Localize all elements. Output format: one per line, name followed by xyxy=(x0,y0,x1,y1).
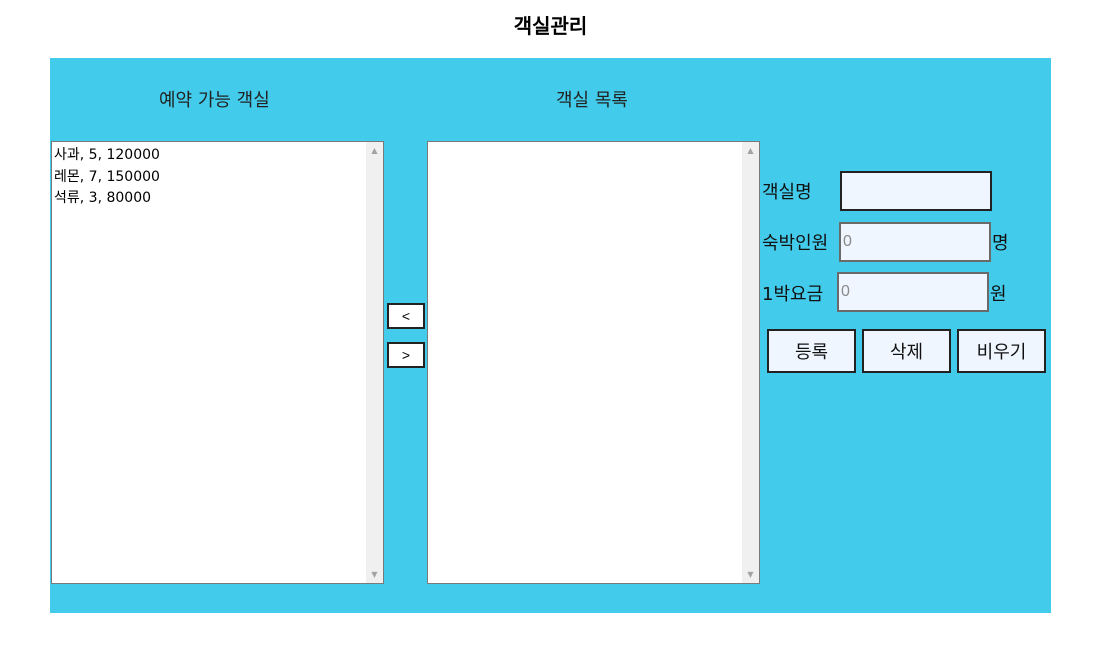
capacity-label: 숙박인원 xyxy=(762,233,829,254)
rate-label: 1박요금 xyxy=(762,284,824,305)
clear-button[interactable]: 비우기 xyxy=(957,329,1046,373)
delete-button[interactable]: 삭제 xyxy=(862,329,951,373)
scroll-down-arrow-icon[interactable]: ▼ xyxy=(371,570,378,579)
rate-input[interactable] xyxy=(837,272,989,312)
list-item[interactable]: 사과, 5, 120000 xyxy=(54,147,160,163)
available-rooms-listbox[interactable]: 사과, 5, 120000 레몬, 7, 150000 석류, 3, 80000… xyxy=(51,141,384,584)
move-left-button[interactable]: < xyxy=(387,303,425,329)
rate-unit: 원 xyxy=(990,284,1007,305)
page-title: 객실관리 xyxy=(513,14,588,38)
scroll-up-arrow-icon[interactable]: ▲ xyxy=(371,146,378,155)
room-list-heading: 객실 목록 xyxy=(556,90,628,111)
vertical-scrollbar[interactable]: ▲ ▼ xyxy=(742,142,759,583)
room-list-listbox[interactable]: ▲ ▼ xyxy=(427,141,760,584)
room-name-input[interactable] xyxy=(840,171,992,211)
available-rooms-items: 사과, 5, 120000 레몬, 7, 150000 석류, 3, 80000 xyxy=(54,145,365,210)
scroll-down-arrow-icon[interactable]: ▼ xyxy=(747,570,754,579)
room-name-label: 객실명 xyxy=(762,182,812,203)
capacity-input[interactable] xyxy=(839,222,991,262)
scroll-up-arrow-icon[interactable]: ▲ xyxy=(747,146,754,155)
register-button[interactable]: 등록 xyxy=(767,329,856,373)
list-item[interactable]: 석류, 3, 80000 xyxy=(54,190,152,206)
available-rooms-heading: 예약 가능 객실 xyxy=(159,90,270,111)
move-right-button[interactable]: > xyxy=(387,342,425,368)
capacity-unit: 명 xyxy=(992,233,1009,254)
vertical-scrollbar[interactable]: ▲ ▼ xyxy=(366,142,383,583)
list-item[interactable]: 레몬, 7, 150000 xyxy=(54,168,160,185)
